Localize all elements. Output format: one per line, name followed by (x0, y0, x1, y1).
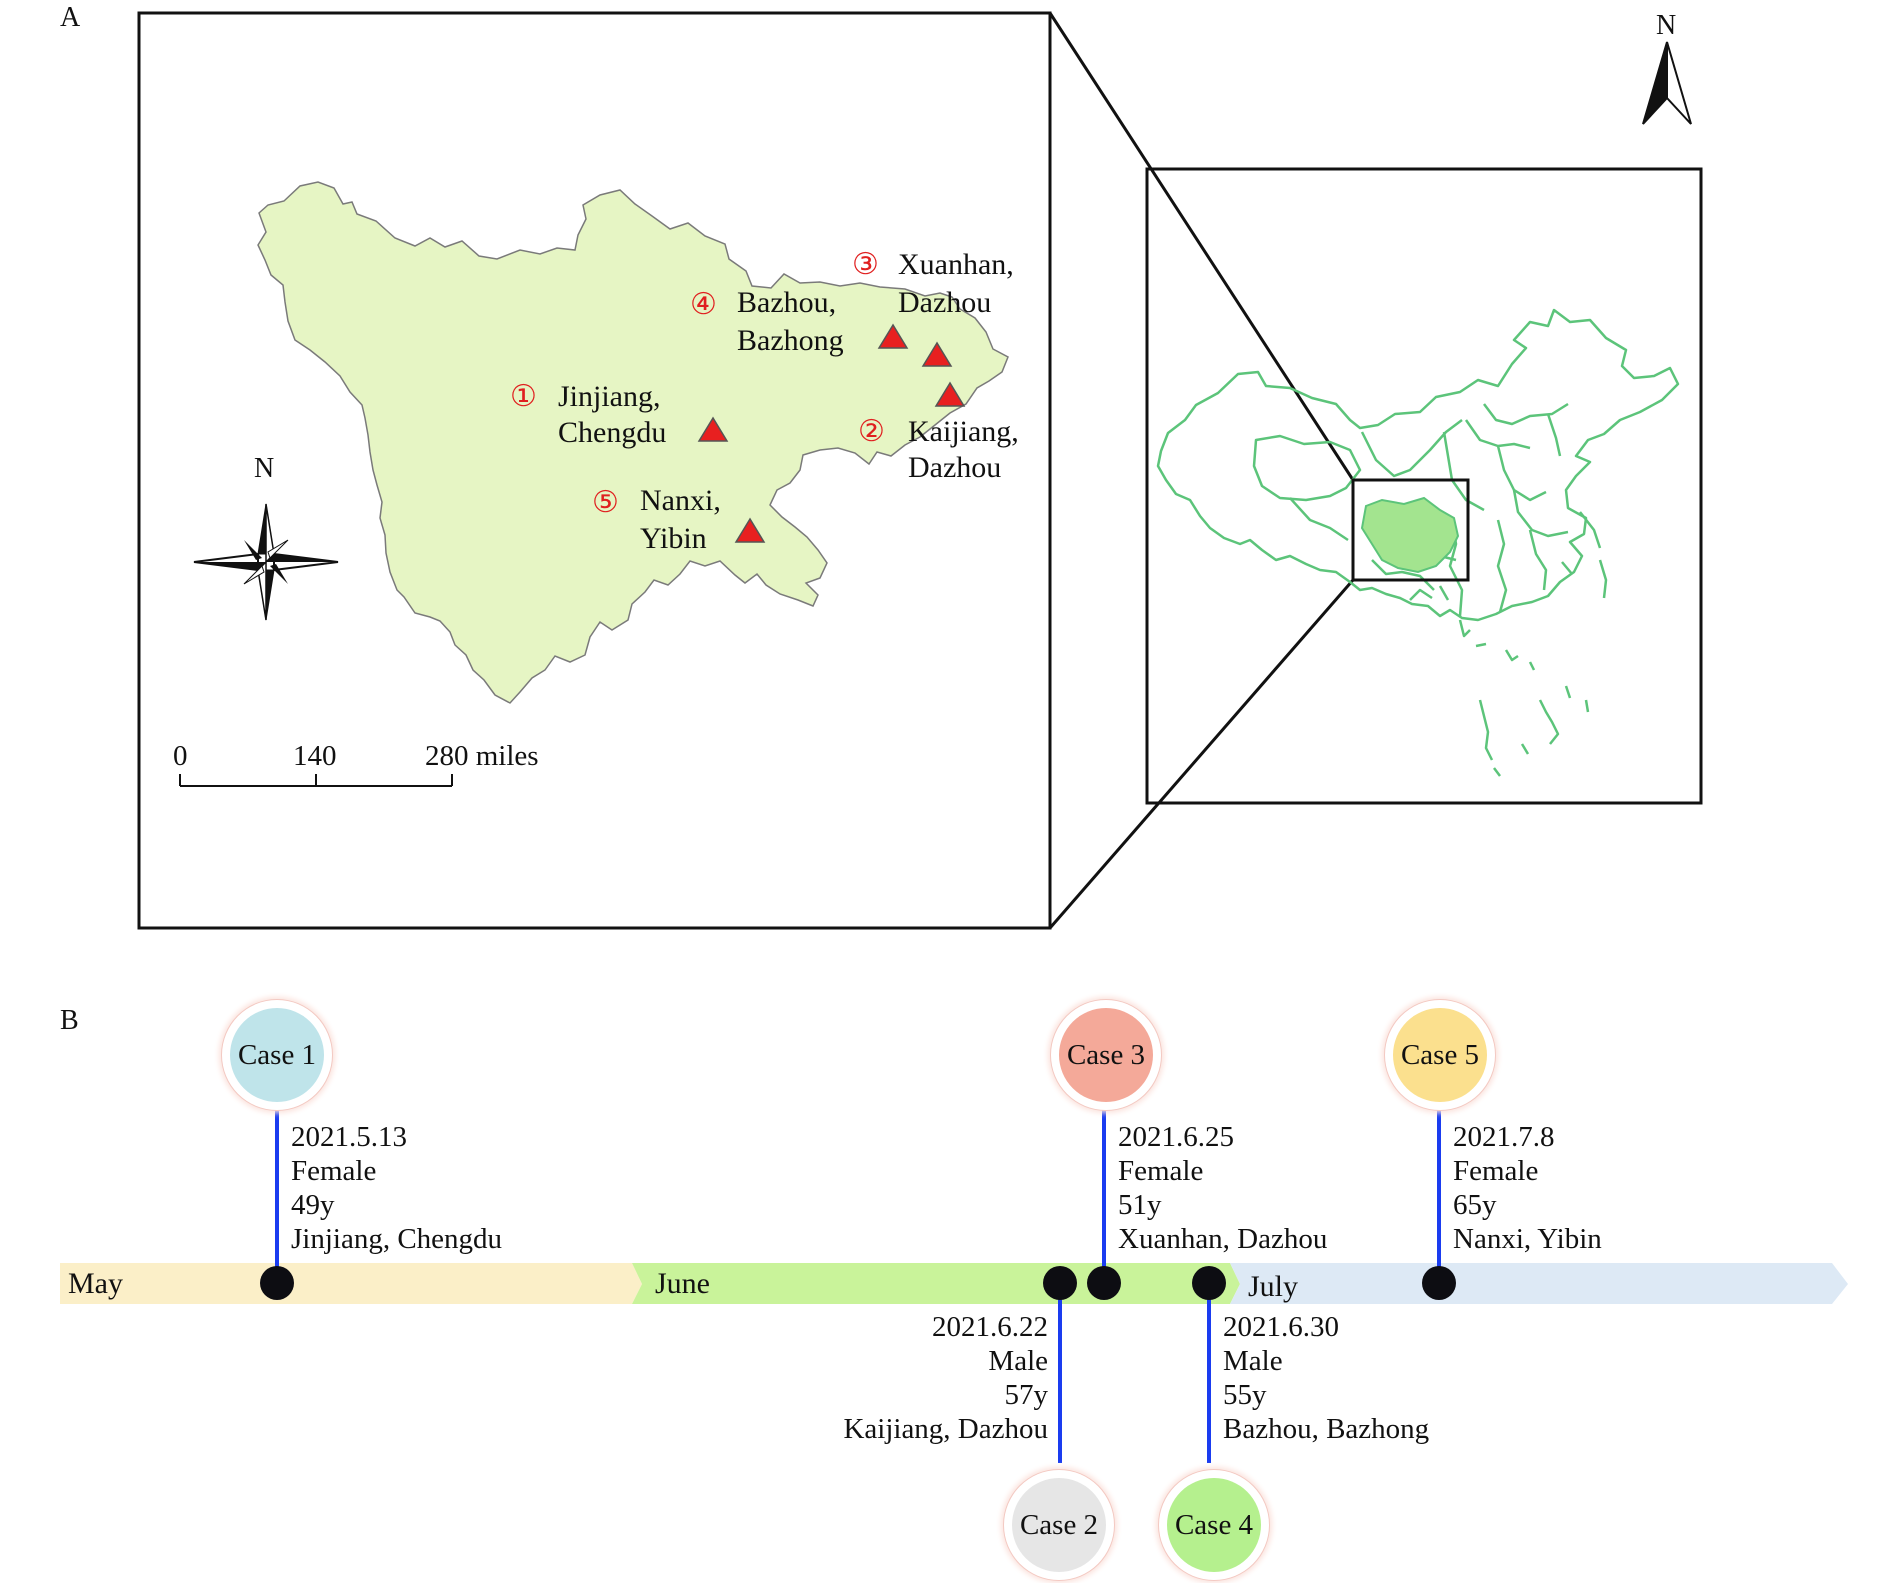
site-number: ③ (852, 248, 879, 281)
scale-label-0: 0 (173, 740, 188, 772)
compass-rose-icon (193, 503, 339, 621)
site-marker-xuanhan (921, 341, 953, 367)
case-place: Nanxi, Yibin (1453, 1223, 1602, 1255)
case-3-timeline-dot (1087, 1266, 1121, 1300)
case-1-timeline-dot (260, 1266, 294, 1300)
case-4-label: Case 4 (1167, 1478, 1261, 1572)
case-age: 55y (1223, 1379, 1267, 1411)
case-date: 2021.7.8 (1453, 1121, 1555, 1153)
case-4-info: 2021.6.30 Male 55y Bazhou, Bazhong (1223, 1310, 1429, 1446)
case-sex: Male (988, 1345, 1048, 1377)
case-place: Kaijiang, Dazhou (843, 1413, 1048, 1445)
overview-map-frame (1145, 167, 1703, 805)
overview-north-label: N (1656, 10, 1677, 41)
case-4-timeline-dot (1192, 1266, 1226, 1300)
panel-label-b: B (60, 1005, 79, 1036)
site-label: Bazhou, (737, 286, 837, 319)
case-age: 51y (1118, 1189, 1162, 1221)
highlight-box (1351, 478, 1470, 582)
case-1-stem (275, 1105, 279, 1282)
case-date: 2021.6.30 (1223, 1311, 1339, 1343)
case-age: 65y (1453, 1189, 1497, 1221)
case-4-stem (1207, 1283, 1211, 1463)
site-label: Yibin (640, 522, 707, 555)
case-sex: Male (1223, 1345, 1283, 1377)
case-sex: Female (1453, 1155, 1539, 1187)
case-place: Xuanhan, Dazhou (1118, 1223, 1328, 1255)
site-label: Xuanhan, (898, 248, 1014, 281)
site-label: Kaijiang, (908, 415, 1019, 448)
month-label-july: July (1248, 1270, 1299, 1303)
site-marker-jinjiang (697, 416, 729, 442)
month-bands (60, 1263, 1848, 1304)
north-arrow-icon (1642, 41, 1692, 125)
connector-line-bottom (1048, 579, 1355, 929)
month-label-may: May (68, 1267, 123, 1300)
case-5-timeline-dot (1422, 1266, 1456, 1300)
case-5-badge: Case 5 (1385, 1000, 1495, 1110)
case-2-label: Case 2 (1012, 1478, 1106, 1572)
case-sex: Female (291, 1155, 377, 1187)
month-label-june: June (655, 1267, 710, 1300)
case-5-info: 2021.7.8 Female 65y Nanxi, Yibin (1453, 1120, 1602, 1256)
case-3-badge: Case 3 (1051, 1000, 1161, 1110)
month-band-june (632, 1263, 1240, 1304)
case-5-label: Case 5 (1393, 1008, 1487, 1102)
site-marker-bazhou (877, 323, 909, 349)
compass-north-label: N (254, 453, 275, 484)
site-number: ② (858, 415, 885, 448)
panel-label-a: A (60, 2, 81, 33)
site-number: ⑤ (592, 486, 619, 519)
case-sex: Female (1118, 1155, 1204, 1187)
site-number: ④ (690, 288, 717, 321)
detail-map-frame (137, 11, 1052, 930)
case-3-label: Case 3 (1059, 1008, 1153, 1102)
sichuan-highlight (1360, 496, 1460, 574)
case-age: 57y (1004, 1379, 1049, 1411)
site-label: Dazhou (898, 286, 992, 319)
site-label: Chengdu (558, 416, 667, 449)
month-band-july (1230, 1263, 1848, 1304)
site-label: Jinjiang, (558, 380, 661, 413)
case-5-stem (1437, 1105, 1441, 1282)
case-age: 49y (291, 1189, 335, 1221)
site-label: Nanxi, (640, 484, 721, 517)
month-band-may (60, 1263, 642, 1304)
case-date: 2021.6.22 (932, 1311, 1048, 1343)
case-2-timeline-dot (1043, 1266, 1077, 1300)
site-number: ① (510, 380, 537, 413)
case-1-info: 2021.5.13 Female 49y Jinjiang, Chengdu (291, 1120, 502, 1256)
scale-label-140: 140 (293, 740, 337, 772)
case-2-info: 2021.6.22 Male 57y Kaijiang, Dazhou (843, 1310, 1048, 1446)
case-3-stem (1102, 1105, 1106, 1282)
case-date: 2021.6.25 (1118, 1121, 1234, 1153)
site-marker-kaijiang (934, 381, 966, 407)
case-place: Bazhou, Bazhong (1223, 1413, 1430, 1445)
case-2-stem (1058, 1283, 1062, 1463)
site-label: Bazhong (737, 324, 844, 357)
case-3-info: 2021.6.25 Female 51y Xuanhan, Dazhou (1118, 1120, 1327, 1256)
site-label: Dazhou (908, 451, 1002, 484)
scale-bar (179, 774, 453, 787)
case-place: Jinjiang, Chengdu (291, 1223, 503, 1255)
case-2-badge: Case 2 (1004, 1470, 1114, 1580)
sichuan-province (257, 181, 1009, 704)
scale-label-280: 280 miles (425, 740, 539, 772)
case-1-label: Case 1 (230, 1008, 324, 1102)
case-date: 2021.5.13 (291, 1121, 407, 1153)
map-figure (137, 11, 1703, 930)
case-1-badge: Case 1 (222, 1000, 332, 1110)
connector-line-top (1048, 12, 1355, 481)
case-4-badge: Case 4 (1159, 1470, 1269, 1580)
site-marker-nanxi (734, 517, 766, 543)
